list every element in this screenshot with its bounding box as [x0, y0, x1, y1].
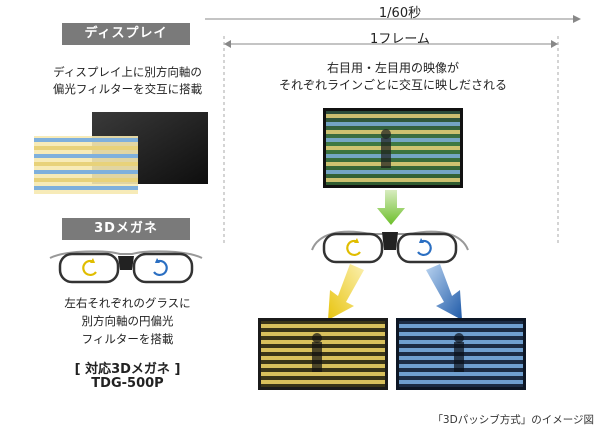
display-filter-illustration: [34, 112, 208, 194]
yellow-left-eye-arrow-icon: [328, 264, 364, 320]
display-description: ディスプレイ上に別方向軸の 偏光フィルターを交互に搭載: [30, 64, 225, 98]
period-label: 1/60秒: [378, 6, 422, 21]
interleaved-screen: [323, 108, 463, 188]
blue-right-eye-arrow-icon: [426, 264, 462, 320]
timeline-desc-line-2: それぞれラインごとに交互に映しだされる: [278, 78, 507, 92]
glasses-desc-line-2: 別方向軸の円偏光: [81, 314, 174, 328]
left-circular-arrow-icon: [82, 259, 97, 277]
display-desc-line-2: 偏光フィルターを交互に搭載: [52, 82, 203, 96]
glasses-desc-line-1: 左右それぞれのグラスに: [64, 296, 191, 310]
display-tag: ディスプレイ: [62, 23, 190, 45]
diagram-caption: 「3Dパッシブ方式」のイメージ図: [432, 414, 594, 426]
period-arrow: [205, 15, 581, 23]
glasses-illustration-center: [311, 230, 469, 264]
frame-arrow: [223, 36, 559, 246]
green-down-arrow-icon: [377, 190, 405, 225]
glasses-tag: 3Dメガネ: [62, 218, 190, 240]
model-bracket: [ 対応3Dメガネ ]: [74, 362, 181, 377]
glasses-illustration-left: [49, 250, 203, 284]
left-eye-view: [258, 318, 388, 390]
right-eye-view: [396, 318, 526, 390]
left-eye-yellow-stripes: [261, 324, 385, 384]
frame-label: 1フレーム: [370, 32, 430, 47]
glasses-description: 左右それぞれのグラスに 別方向軸の円偏光 フィルターを搭載: [30, 294, 225, 348]
right-circular-arrow-icon: [153, 259, 168, 277]
model-name: TDG-500P: [91, 376, 164, 391]
polarizing-filter-stripes: [34, 136, 138, 194]
timeline-description: 右目用・左目用の映像が それぞれラインごとに交互に映しだされる: [258, 60, 528, 94]
timeline-desc-line-1: 右目用・左目用の映像が: [326, 61, 459, 75]
display-desc-line-1: ディスプレイ上に別方向軸の: [53, 65, 202, 79]
glasses-desc-line-3: フィルターを搭載: [81, 332, 174, 346]
